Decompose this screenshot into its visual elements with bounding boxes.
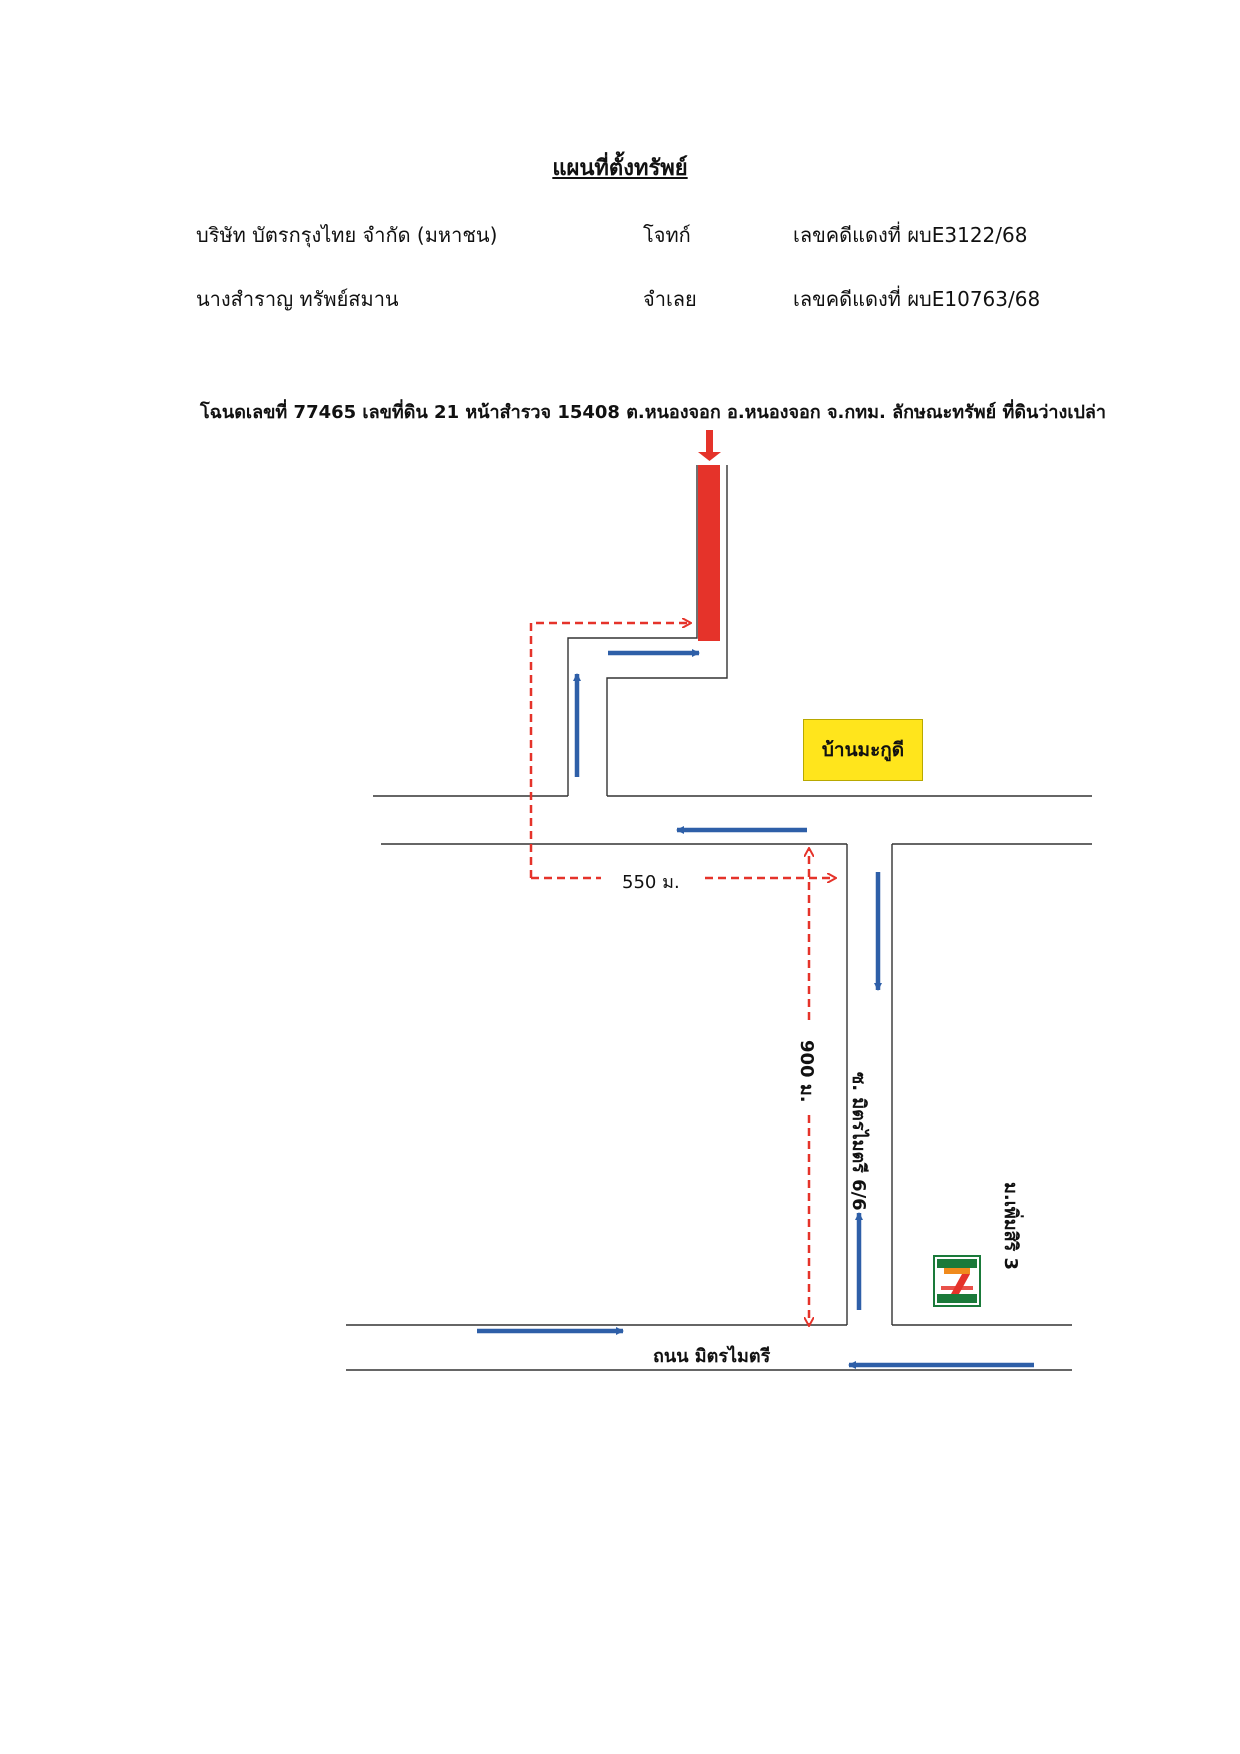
7-eleven-icon <box>933 1255 981 1307</box>
defendant-case: เลขคดีแดงที่ ผบE10763/68 <box>793 287 1041 311</box>
village-label: ม.เพิ่มสิริ 3 <box>1000 1182 1021 1271</box>
defendant-role: จำเลย <box>643 287 697 311</box>
distance-horizontal-label: 550 ม. <box>622 872 680 893</box>
defendant-name: นางสำราญ ทรัพย์สมาน <box>196 287 399 311</box>
property-pointer-icon <box>698 430 721 461</box>
main-road-label: ถนน มิตรไมตรี <box>653 1346 771 1367</box>
distance-vertical-label: 900 ม. <box>796 1040 817 1103</box>
landmark-label: บ้านมะกูดี <box>803 719 923 781</box>
property-plot <box>698 465 720 641</box>
plaintiff-role: โจทก์ <box>643 223 691 247</box>
plaintiff-case: เลขคดีแดงที่ ผบE3122/68 <box>793 223 1028 247</box>
plaintiff-name: บริษัท บัตรกรุงไทย จำกัด (มหาชน) <box>196 223 498 247</box>
traffic-arrows <box>477 649 1034 1369</box>
soi-label: ซ. มิตรไมตรี 6/6 <box>848 1072 869 1211</box>
route-path <box>529 623 835 1325</box>
page-title: แผนที่ตั้งทรัพย์ <box>552 156 688 181</box>
road-outlines <box>346 465 1092 1371</box>
deed-info: โฉนดเลขที่ 77465 เลขที่ดิน 21 หน้าสำรวจ … <box>200 402 1107 423</box>
